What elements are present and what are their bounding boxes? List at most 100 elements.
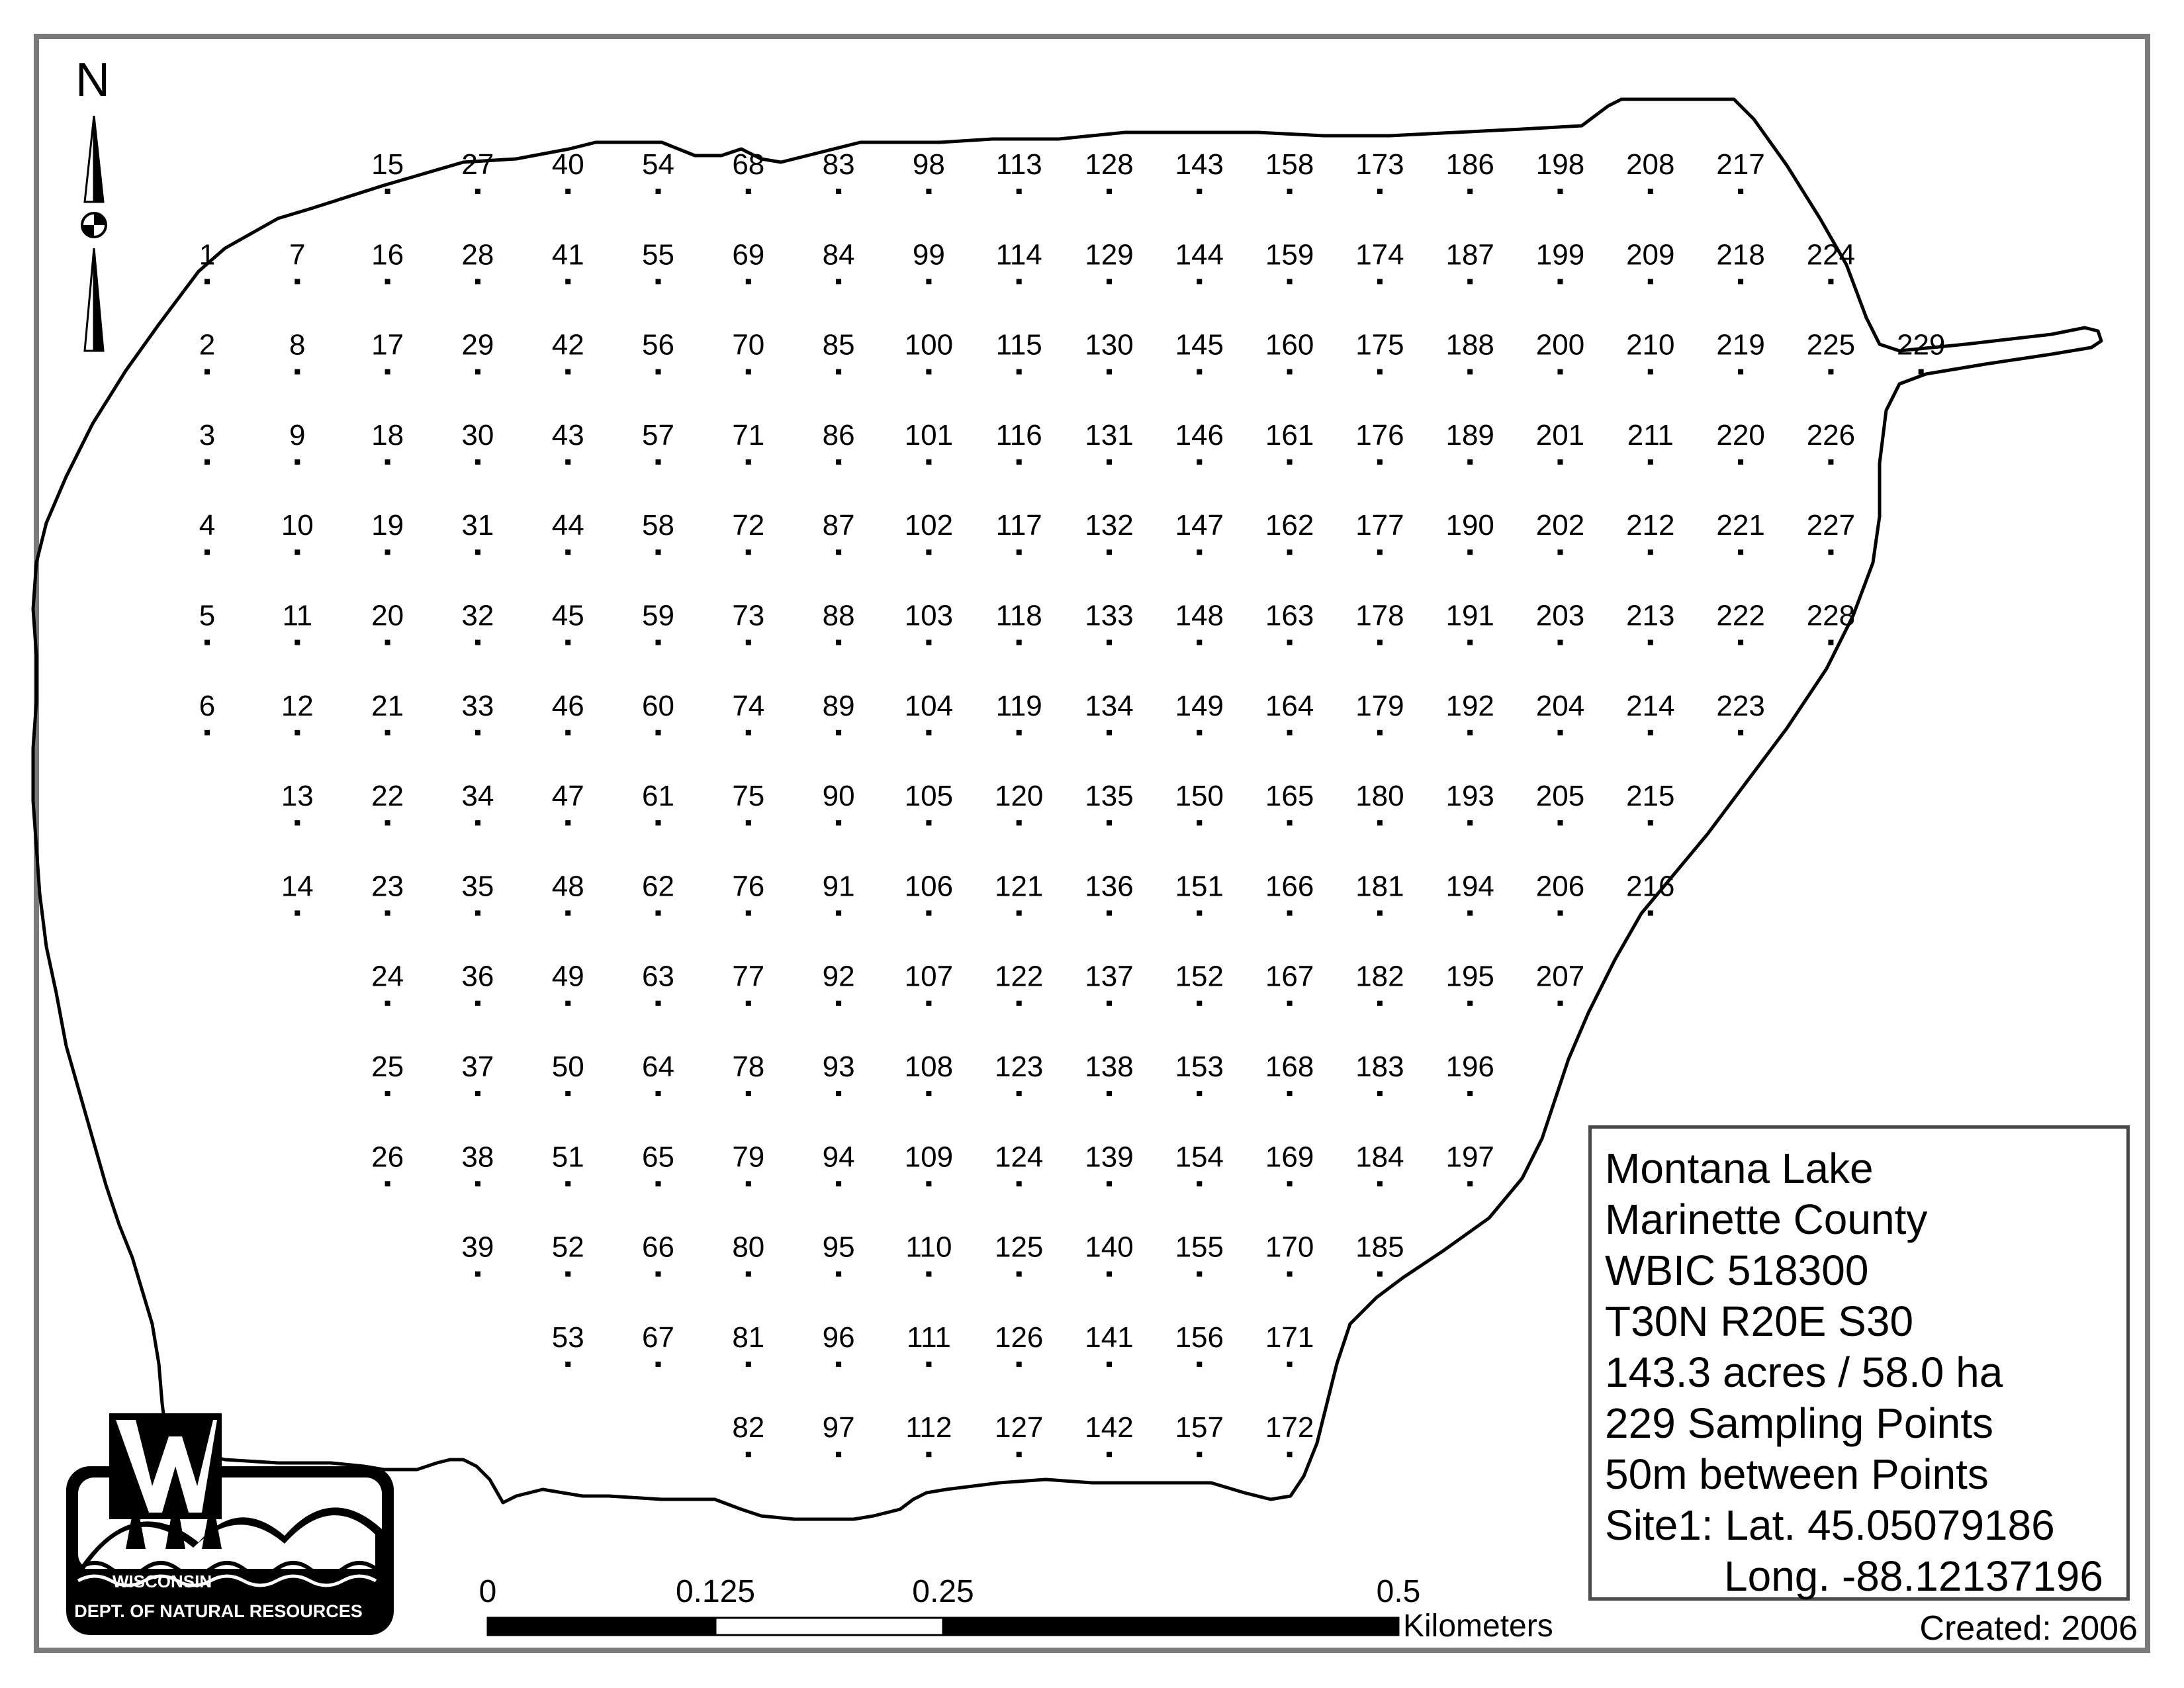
info-county: Marinette County — [1605, 1196, 1928, 1243]
sampling-point-label: 192 — [1445, 690, 1494, 722]
sampling-point-marker — [1377, 369, 1383, 375]
sampling-point-label: 55 — [642, 238, 674, 271]
sampling-point-96: 96 — [823, 1321, 855, 1367]
sampling-point-148: 148 — [1175, 600, 1224, 645]
sampling-point-label: 194 — [1445, 870, 1494, 902]
sampling-point-marker — [1016, 639, 1022, 645]
sampling-point-marker — [1557, 729, 1563, 735]
sampling-point-48: 48 — [552, 870, 584, 916]
sampling-point-34: 34 — [461, 780, 494, 826]
sampling-point-label: 140 — [1085, 1231, 1133, 1264]
sampling-point-label: 76 — [732, 870, 764, 902]
sampling-point-marker — [836, 1091, 842, 1096]
sampling-point-marker — [926, 369, 932, 375]
sampling-point-label: 117 — [996, 509, 1042, 541]
sampling-point-225: 225 — [1807, 329, 1855, 375]
sampling-point-label: 66 — [642, 1231, 674, 1264]
sampling-point-label: 138 — [1085, 1051, 1133, 1083]
sampling-point-210: 210 — [1626, 329, 1675, 375]
sampling-point-marker — [475, 910, 480, 916]
sampling-point-17: 17 — [371, 329, 404, 375]
sampling-point-marker — [1647, 549, 1653, 555]
sampling-point-label: 5 — [199, 600, 215, 632]
sampling-point-26: 26 — [371, 1141, 404, 1187]
sampling-point-136: 136 — [1085, 870, 1134, 916]
sampling-point-70: 70 — [732, 329, 764, 375]
sampling-point-label: 171 — [1265, 1321, 1314, 1354]
sampling-point-marker — [1016, 910, 1022, 916]
sampling-point-228: 228 — [1807, 600, 1855, 645]
sampling-point-marker — [1287, 1452, 1293, 1458]
sampling-point-label: 146 — [1175, 419, 1224, 451]
sampling-point-marker — [385, 369, 390, 375]
sampling-point-label: 49 — [552, 961, 584, 993]
sampling-point-label: 116 — [996, 419, 1042, 451]
sampling-point-marker — [1107, 729, 1112, 735]
sampling-point-label: 57 — [642, 419, 674, 451]
sampling-point-label: 115 — [996, 329, 1042, 361]
sampling-point-marker — [205, 549, 210, 555]
sampling-point-marker — [745, 1361, 751, 1367]
sampling-point-marker — [1287, 1271, 1293, 1277]
sampling-point-label: 213 — [1626, 600, 1674, 632]
sampling-point-marker — [1377, 729, 1383, 735]
sampling-point-135: 135 — [1085, 780, 1134, 826]
sampling-point-label: 129 — [1085, 238, 1133, 271]
sampling-point-81: 81 — [732, 1321, 764, 1367]
sampling-point-141: 141 — [1085, 1321, 1134, 1367]
sampling-point-159: 159 — [1265, 238, 1314, 285]
sampling-point-153: 153 — [1175, 1051, 1224, 1096]
sampling-point-marker — [1287, 910, 1293, 916]
sampling-point-marker — [1557, 820, 1563, 826]
sampling-point-marker — [836, 369, 842, 375]
sampling-point-marker — [1377, 1181, 1383, 1187]
sampling-point-205: 205 — [1536, 780, 1584, 826]
sampling-point-180: 180 — [1355, 780, 1404, 826]
sampling-point-label: 121 — [995, 870, 1043, 902]
sampling-point-label: 219 — [1716, 329, 1764, 361]
sampling-point-20: 20 — [371, 600, 404, 645]
sampling-point-marker — [385, 639, 390, 645]
sampling-point-40: 40 — [552, 148, 584, 194]
sampling-point-47: 47 — [552, 780, 584, 826]
sampling-point-marker — [1828, 369, 1834, 375]
sampling-point-199: 199 — [1536, 238, 1584, 285]
sampling-point-label: 113 — [996, 148, 1042, 181]
sampling-point-53: 53 — [552, 1321, 584, 1367]
sampling-point-label: 183 — [1355, 1051, 1404, 1083]
sampling-point-173: 173 — [1355, 148, 1404, 194]
sampling-point-label: 82 — [732, 1411, 764, 1444]
sampling-point-marker — [1016, 1000, 1022, 1006]
sampling-point-155: 155 — [1175, 1231, 1224, 1277]
sampling-point-89: 89 — [823, 690, 855, 735]
sampling-point-label: 227 — [1807, 509, 1855, 541]
sampling-point-marker — [1107, 369, 1112, 375]
sampling-point-marker — [926, 1000, 932, 1006]
sampling-point-77: 77 — [732, 961, 764, 1006]
sampling-point-marker — [1016, 1361, 1022, 1367]
sampling-point-label: 37 — [461, 1051, 494, 1083]
sampling-point-label: 189 — [1445, 419, 1494, 451]
sampling-point-66: 66 — [642, 1231, 674, 1277]
sampling-point-marker — [475, 1271, 480, 1277]
sampling-point-10: 10 — [281, 509, 314, 555]
sampling-point-marker — [1107, 910, 1112, 916]
scale-unit: Kilometers — [1403, 1609, 1553, 1644]
sampling-point-label: 40 — [552, 148, 584, 181]
sampling-point-label: 207 — [1536, 961, 1584, 993]
sampling-point-marker — [836, 459, 842, 465]
sampling-point-marker — [1377, 279, 1383, 285]
sampling-point-100: 100 — [905, 329, 953, 375]
sampling-point-marker — [1197, 820, 1203, 826]
sampling-point-marker — [1828, 279, 1834, 285]
sampling-point-label: 162 — [1265, 509, 1314, 541]
sampling-point-197: 197 — [1445, 1141, 1494, 1187]
sampling-point-marker — [1557, 189, 1563, 194]
sampling-point-marker — [475, 1181, 480, 1187]
sampling-point-113: 113 — [996, 148, 1042, 194]
sampling-point-label: 17 — [371, 329, 404, 361]
sampling-point-marker — [1287, 189, 1293, 194]
sampling-point-label: 176 — [1355, 419, 1404, 451]
sampling-point-label: 170 — [1265, 1231, 1314, 1264]
sampling-point-marker — [1467, 910, 1473, 916]
